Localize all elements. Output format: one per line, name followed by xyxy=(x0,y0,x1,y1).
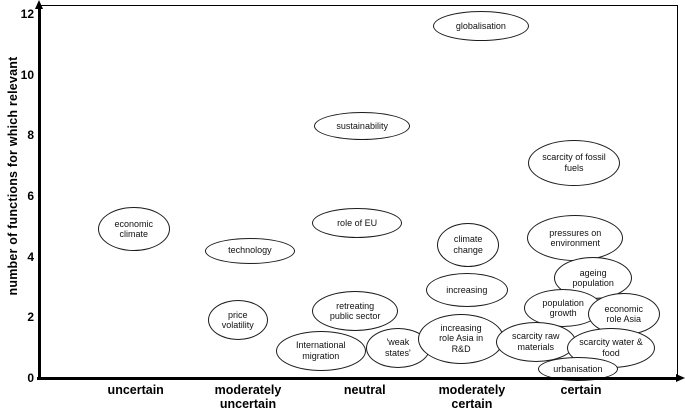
x-axis-arrow-icon xyxy=(676,374,685,382)
plot-area: globalisation sustainability scarcity of f… xyxy=(40,5,678,381)
x-category-label: uncertain xyxy=(107,383,164,397)
chart-bubble: scarcity raw materials xyxy=(495,321,576,362)
y-axis-line xyxy=(38,6,41,380)
chart-bubble: price volatility xyxy=(207,300,268,341)
chart-bubble: increasing xyxy=(425,273,508,308)
chart-bubble: globalisation xyxy=(432,11,529,42)
chart-bubble: climate change xyxy=(437,222,500,267)
chart-bubble: increasing role Asia in R&D xyxy=(418,313,505,364)
chart-bubble: sustainability xyxy=(314,112,411,141)
chart-bubble: retreating public sector xyxy=(312,291,399,332)
chart-bubble: pressures on environment xyxy=(527,215,624,262)
y-tick-label: 10 xyxy=(20,67,34,82)
chart-bubble: economic climate xyxy=(97,207,170,252)
chart-bubble: urbanisation xyxy=(537,356,618,381)
x-axis-line xyxy=(37,377,677,380)
chart-bubble: International migration xyxy=(275,330,366,371)
y-tick-label: 0 xyxy=(27,371,34,385)
chart-bubble: technology xyxy=(204,237,295,264)
chart-bubble: scarcity of fossil fuels xyxy=(528,139,620,186)
x-category-label: neutral xyxy=(343,383,386,397)
plot-right-border xyxy=(677,5,678,378)
y-tick-label: 4 xyxy=(27,249,34,264)
x-category-label: moderately uncertain xyxy=(214,383,282,409)
plot-top-border xyxy=(40,5,678,6)
y-tick-label: 2 xyxy=(27,310,34,325)
y-tick-label: 6 xyxy=(27,189,34,203)
chart-bubble: role of EU xyxy=(312,208,403,239)
y-tick-label: 8 xyxy=(27,128,34,143)
y-axis-arrow-icon xyxy=(35,0,43,9)
x-category-label: certain xyxy=(560,383,602,397)
x-category-label: moderately certain xyxy=(438,383,506,409)
y-tick-label: 12 xyxy=(20,7,34,21)
